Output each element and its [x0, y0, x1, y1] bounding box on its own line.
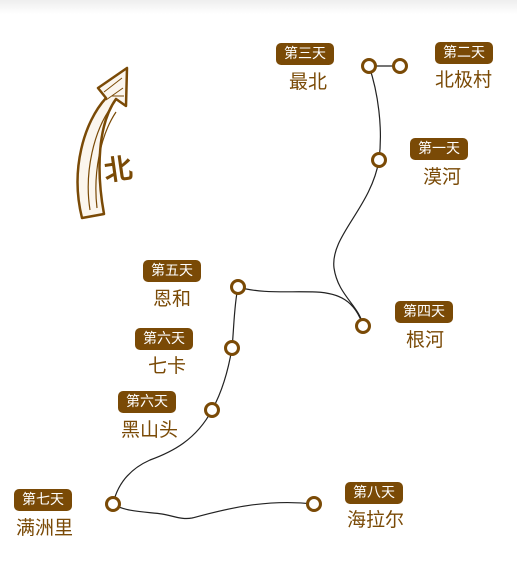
place-label-manzhouli: 满洲里 [16, 517, 74, 539]
place-label-genhe: 根河 [406, 329, 445, 351]
day-badge-enhe: 第五天 [143, 260, 201, 282]
north-arrow-icon [76, 66, 129, 220]
day-badge-manzhouli: 第七天 [14, 489, 72, 511]
day-badge-heishantou: 第六天 [118, 391, 176, 413]
stop-marker-enhe[interactable] [230, 279, 246, 295]
route-line [112, 286, 364, 520]
stop-marker-mohe[interactable] [371, 152, 387, 168]
stop-marker-zuibei[interactable] [361, 58, 377, 74]
place-label-qika: 七卡 [148, 355, 187, 377]
day-badge-genhe: 第四天 [395, 301, 453, 323]
top-shadow [0, 0, 517, 14]
place-label-beiji: 北极村 [435, 69, 493, 91]
day-badge-hailar: 第八天 [345, 482, 403, 504]
place-label-hailar: 海拉尔 [347, 509, 405, 531]
place-label-zuibei: 最北 [289, 71, 328, 93]
day-badge-beiji: 第二天 [435, 42, 493, 64]
stop-marker-heishantou[interactable] [204, 402, 220, 418]
day-badge-mohe: 第一天 [410, 138, 468, 160]
stop-marker-manzhouli[interactable] [105, 496, 121, 512]
place-label-mohe: 漠河 [423, 166, 462, 188]
stop-marker-qika[interactable] [224, 340, 240, 356]
stop-marker-beiji[interactable] [392, 58, 408, 74]
route-line [333, 65, 400, 327]
stop-marker-hailar[interactable] [306, 496, 322, 512]
place-label-enhe: 恩和 [153, 288, 192, 310]
day-badge-zuibei: 第三天 [276, 43, 334, 65]
place-label-heishantou: 黑山头 [121, 419, 179, 441]
stop-marker-genhe[interactable] [355, 318, 371, 334]
north-label: 北 [102, 151, 135, 188]
day-badge-qika: 第六天 [135, 328, 193, 350]
